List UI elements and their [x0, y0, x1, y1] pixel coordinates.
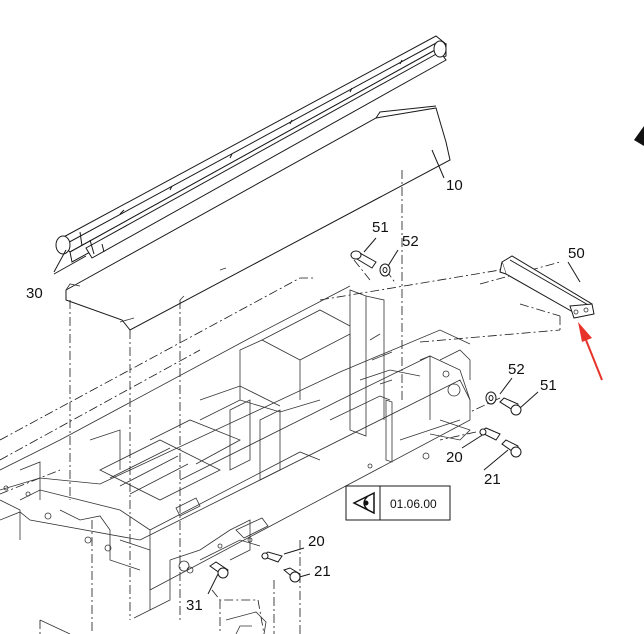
rail-part-30	[55, 35, 447, 263]
chassis-frame	[0, 285, 471, 634]
callout-50: 50	[568, 245, 585, 262]
callout-labels: 10 30 51 52 50 52 51 20 21 20 21 31	[26, 177, 585, 614]
pin-20-right	[479, 427, 501, 441]
washer-52-top	[379, 263, 391, 277]
offscreen-pointer-icon	[634, 126, 644, 146]
callout-52-top: 52	[402, 233, 419, 250]
screw-51-top	[350, 250, 377, 269]
screw-51-right	[499, 397, 522, 416]
screw-21-right	[501, 439, 522, 458]
screw-31	[209, 561, 229, 579]
bracket-part-50	[499, 255, 595, 319]
callout-30: 30	[26, 285, 43, 302]
leader-lines	[53, 149, 581, 595]
callout-51-right: 51	[540, 377, 557, 394]
reference-box[interactable]: 01.06.00	[345, 485, 451, 521]
washer-52-right	[485, 391, 497, 405]
cover-plate-part-10	[65, 105, 451, 331]
callout-10: 10	[446, 177, 463, 194]
indicator-arrow	[578, 322, 603, 381]
callout-21-bottom: 21	[314, 563, 331, 580]
callout-20-right: 20	[446, 449, 463, 466]
callout-51-top: 51	[372, 219, 389, 236]
pin-20-bottom	[260, 551, 283, 563]
callout-21-right: 21	[484, 471, 501, 488]
callout-20-bottom: 20	[308, 533, 325, 550]
callout-52-right: 52	[508, 361, 525, 378]
screw-21-bottom	[282, 567, 301, 583]
reference-label: 01.06.00	[390, 497, 437, 511]
callout-31: 31	[186, 597, 203, 614]
eye-icon	[352, 491, 375, 515]
